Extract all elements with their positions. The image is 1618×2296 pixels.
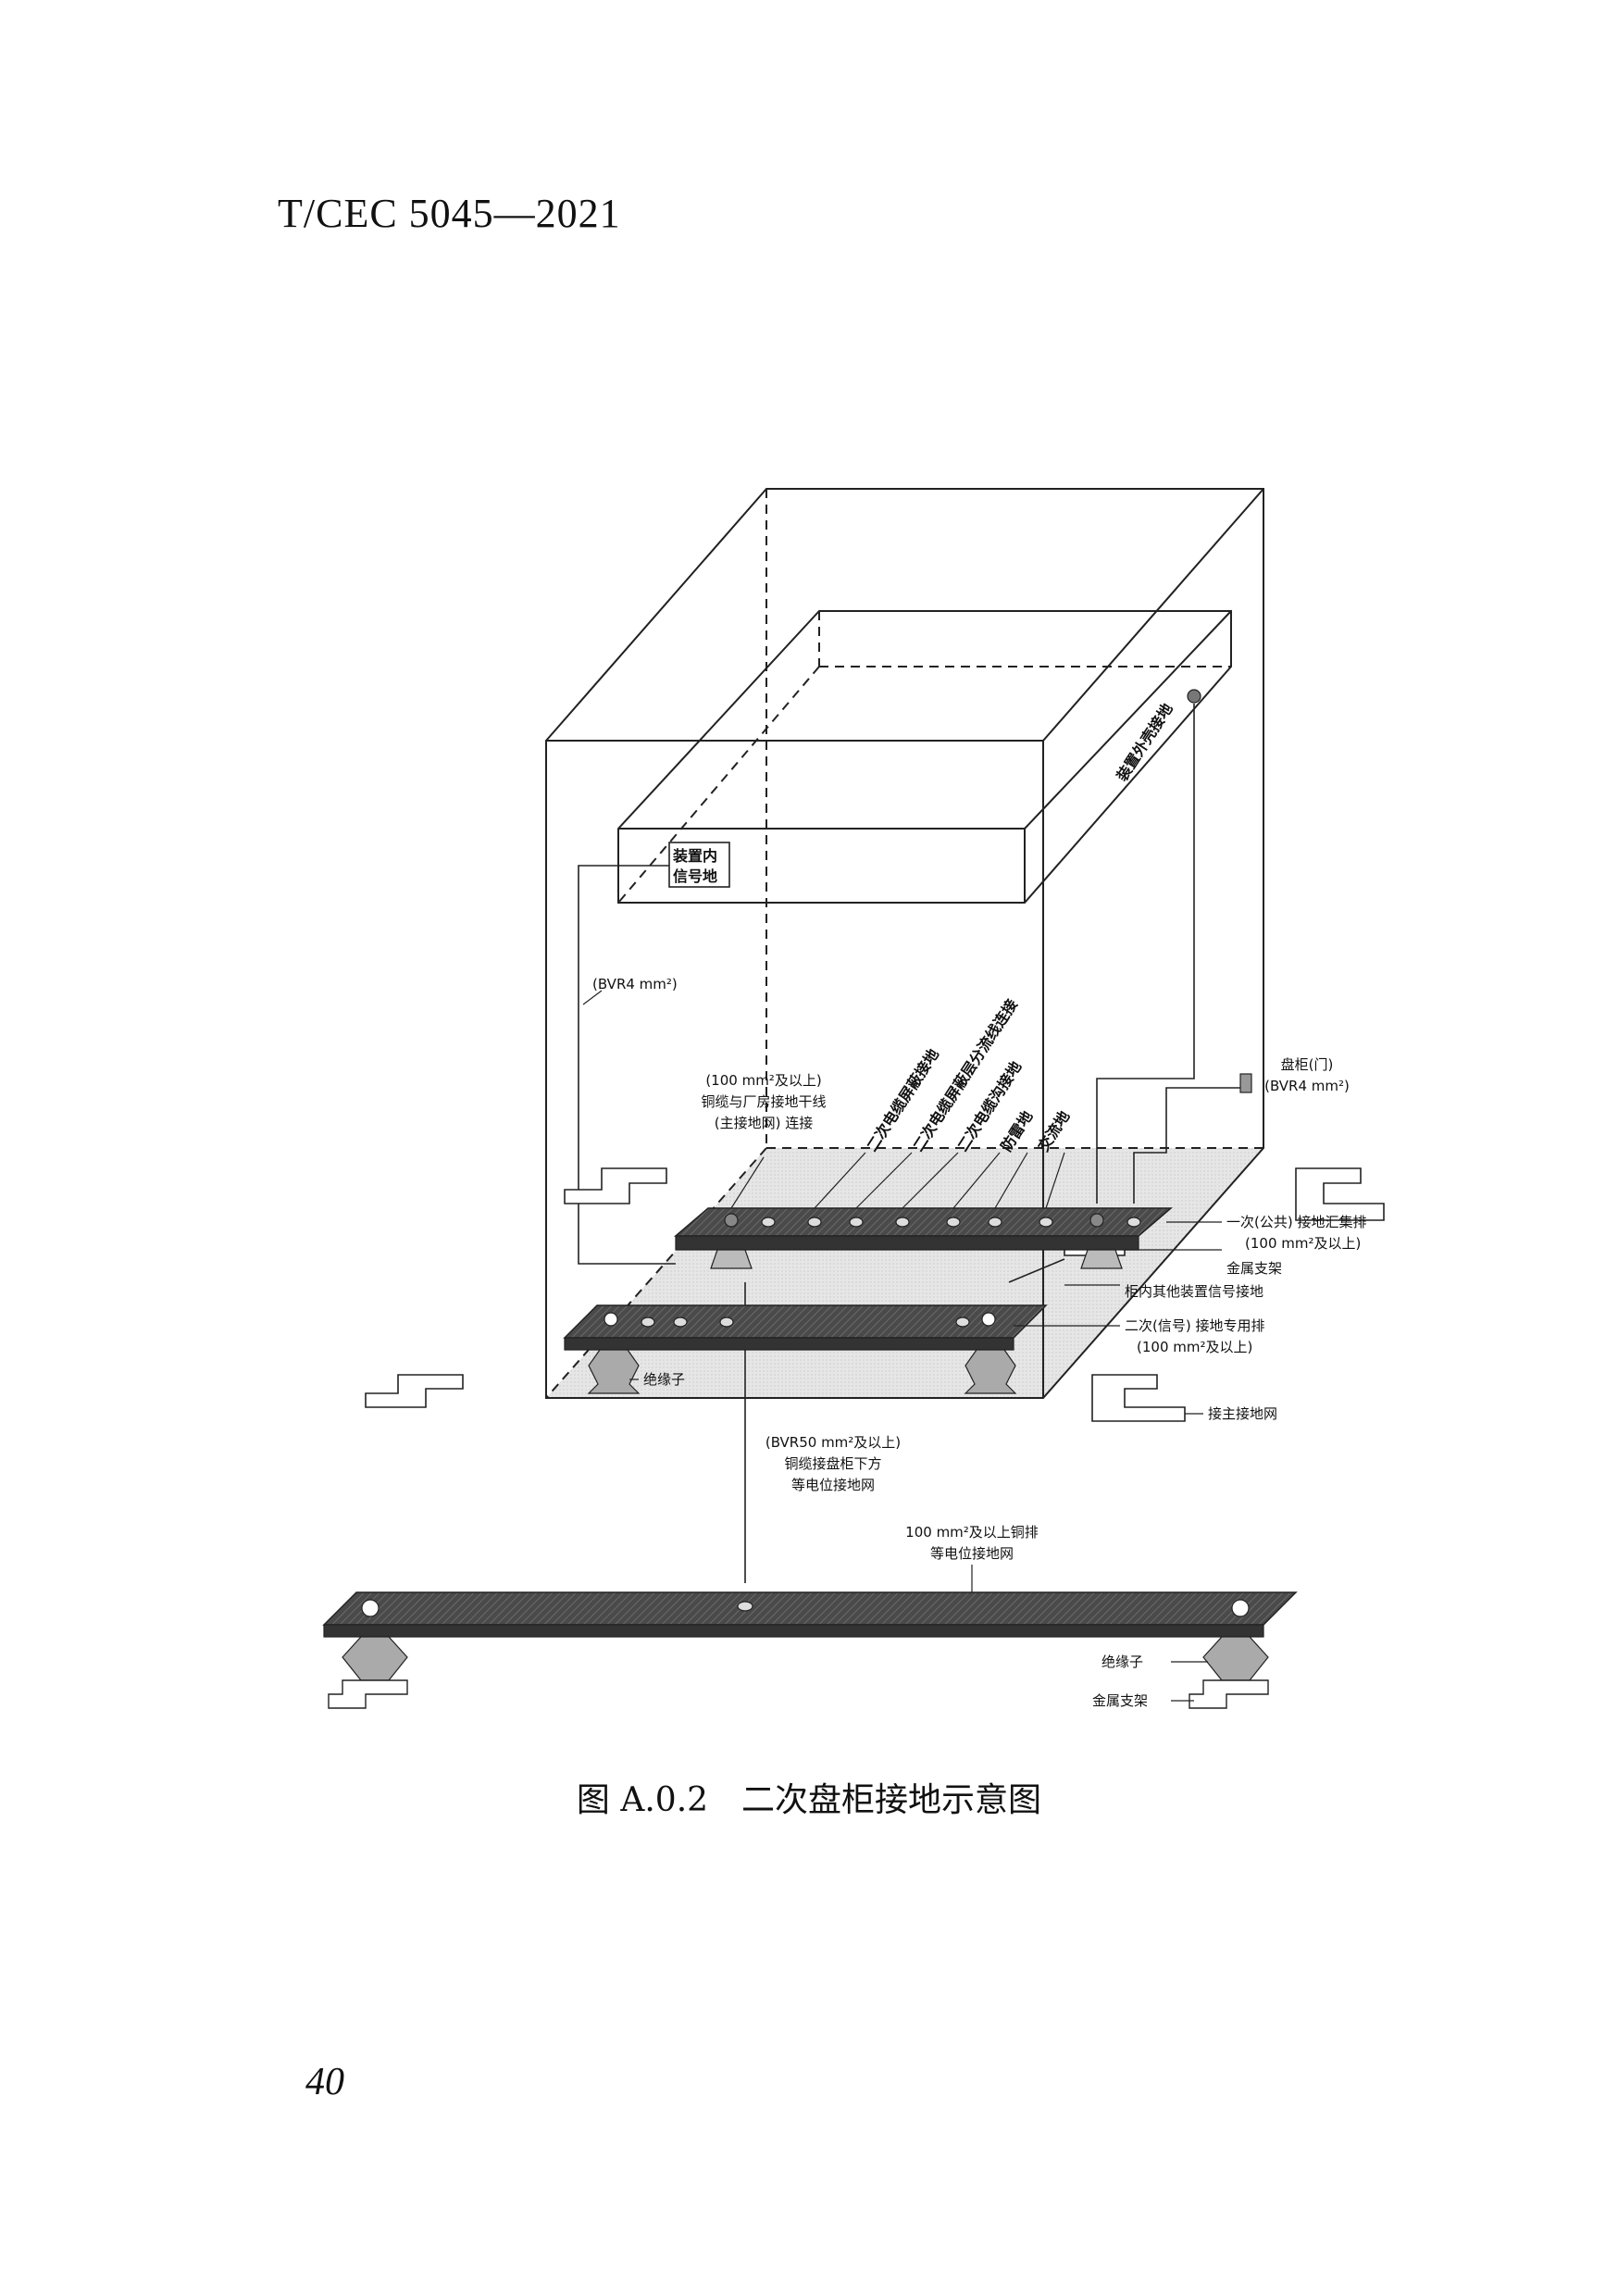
main-connection-label-3: (主接地网) 连接 xyxy=(715,1115,813,1131)
device-signal-ground-label-1: 装置内 xyxy=(672,847,717,865)
lightning-ground-label: 防雷地 xyxy=(997,1108,1036,1155)
equipotential-bus-label-2: 等电位接地网 xyxy=(930,1545,1014,1562)
equipotential-bus-insulators xyxy=(342,1636,1269,1681)
metal-bracket-label: 金属支架 xyxy=(1226,1260,1282,1277)
bvr50-label-2: 铜缆接盘柜下方 xyxy=(784,1455,881,1472)
equipotential-bus-label-1: 100 mm²及以上铜排 xyxy=(905,1524,1039,1541)
cabinet-door-terminal xyxy=(1239,1073,1252,1093)
device-housing-ground-label: 装置外壳接地 xyxy=(1113,700,1176,785)
housing-ground-terminal xyxy=(1187,689,1201,704)
insulator-label-2: 绝缘子 xyxy=(1101,1653,1143,1670)
primary-bus-insulators xyxy=(710,1249,1123,1269)
figure-caption: 图 A.0.2 二次盘柜接地示意图 xyxy=(576,1781,1042,1819)
secondary-bus-label-1: 二次(信号) 接地专用排 xyxy=(1125,1317,1264,1334)
primary-bus-label-1: 一次(公共) 接地汇集排 xyxy=(1226,1214,1366,1230)
metal-bracket-label-2: 金属支架 xyxy=(1092,1692,1148,1709)
cabinet-door-label-2: (BVR4 mm²) xyxy=(1264,1078,1350,1094)
cabinet-floor xyxy=(546,1148,1263,1398)
secondary-ground-bus xyxy=(563,1304,1048,1351)
page-number: 40 xyxy=(305,2061,344,2103)
equipotential-bus-brackets xyxy=(328,1679,1269,1709)
bvr50-label-3: 等电位接地网 xyxy=(791,1477,875,1493)
device-signal-ground-box xyxy=(668,842,730,888)
bvr4-left-label: (BVR4 mm²) xyxy=(592,976,678,992)
cabinet-door-label-1: 盘柜(门) xyxy=(1281,1056,1334,1073)
to-main-grid-label: 接主接地网 xyxy=(1208,1405,1277,1422)
other-device-ground-label: 柜内其他装置信号接地 xyxy=(1125,1283,1263,1300)
main-connection-label-2: 铜缆与厂房接地干线 xyxy=(701,1093,826,1110)
secondary-bus-terminals xyxy=(604,1312,996,1328)
bus-leaders xyxy=(730,1152,1065,1209)
device-signal-ground-label-2: 信号地 xyxy=(673,867,717,885)
primary-bus-label-2: (100 mm²及以上) xyxy=(1245,1235,1361,1252)
secondary-bus-insulators xyxy=(587,1349,1017,1394)
standard-number: T/CEC 5045—2021 xyxy=(278,191,621,236)
primary-bus-terminals xyxy=(724,1213,1141,1228)
cabinet-outline xyxy=(545,488,1264,1399)
callout-leaders xyxy=(582,990,1222,1702)
device-box xyxy=(617,610,1232,904)
bvr50-label-1: (BVR50 mm²及以上) xyxy=(765,1434,901,1451)
secondary-bus-label-2: (100 mm²及以上) xyxy=(1137,1339,1252,1355)
insulator-label: 绝缘子 xyxy=(643,1371,685,1388)
main-connection-label-1: (100 mm²及以上) xyxy=(705,1072,821,1089)
equipotential-copper-bus xyxy=(322,1591,1298,1638)
